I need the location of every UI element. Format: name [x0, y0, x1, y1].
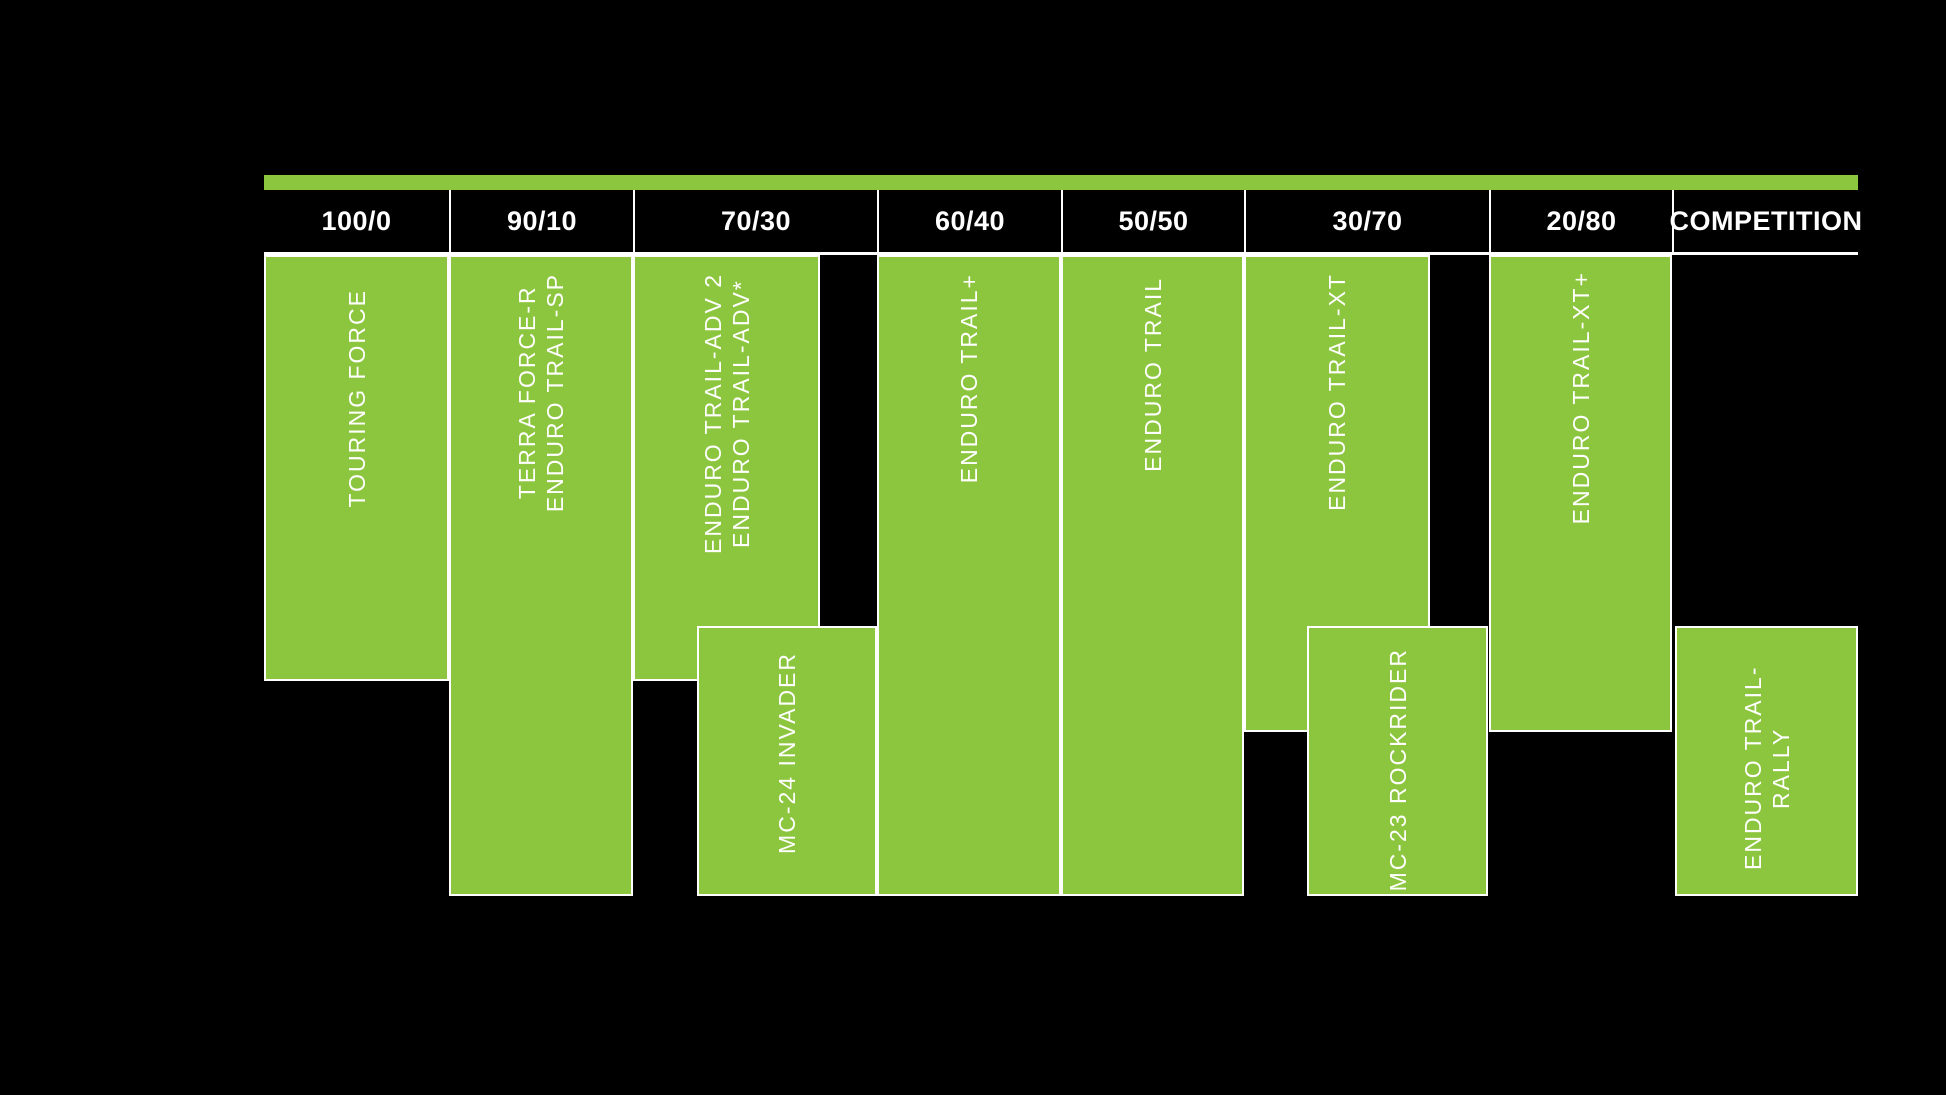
header-label: 60/40	[934, 205, 1006, 236]
block-mc23-rockrider: MC-23 ROCKRIDER	[1307, 626, 1488, 896]
tyre-range-chart: 100/0 90/10 70/30 60/40 50/50 30/70 20/8…	[264, 175, 1862, 897]
block-label: ENDURO TRAIL-RALLY	[1739, 665, 1794, 871]
header-label: COMPETITION	[1669, 205, 1863, 236]
block-label: ENDURO TRAIL-XT+	[1567, 271, 1594, 525]
ratio-header-row: 100/0 90/10 70/30 60/40 50/50 30/70 20/8…	[264, 190, 1862, 252]
header-label: 30/70	[1332, 205, 1403, 236]
block-enduro-trail-xt-plus: ENDURO TRAIL-XT+	[1489, 255, 1672, 732]
header-cell-30-70: 30/70	[1244, 190, 1489, 252]
block-label: ENDURO TRAIL	[1139, 277, 1166, 472]
block-label: TOURING FORCE	[343, 289, 370, 508]
header-label: 70/30	[720, 205, 792, 236]
header-cell-90-10: 90/10	[449, 190, 633, 252]
block-enduro-trail: ENDURO TRAIL	[1061, 255, 1244, 896]
header-cell-100-0: 100/0	[264, 190, 449, 252]
header-cell-70-30: 70/30	[633, 190, 877, 252]
header-cell-competition: COMPETITION	[1670, 190, 1862, 252]
block-label: ENDURO TRAIL-XT	[1324, 273, 1350, 511]
block-enduro-trail-adv: ENDURO TRAIL-ADV 2 ENDURO TRAIL-ADV*	[633, 255, 820, 681]
block-mc24-invader: MC-24 INVADER	[697, 626, 877, 896]
block-enduro-trail-plus: ENDURO TRAIL+	[877, 255, 1061, 896]
header-label: 90/10	[506, 205, 578, 236]
block-label: ENDURO TRAIL-ADV 2 ENDURO TRAIL-ADV*	[699, 273, 754, 554]
header-label: 50/50	[1118, 205, 1189, 236]
header-cell-50-50: 50/50	[1061, 190, 1244, 252]
header-cell-20-80: 20/80	[1489, 190, 1672, 252]
accent-bar	[264, 175, 1858, 190]
block-label: MC-24 INVADER	[774, 652, 800, 854]
block-label: TERRA FORCE-R ENDURO TRAIL-SP	[514, 273, 568, 513]
block-label: MC-23 ROCKRIDER	[1384, 648, 1411, 892]
block-terra-force-r-enduro-trail-sp: TERRA FORCE-R ENDURO TRAIL-SP	[449, 255, 633, 896]
header-cell-60-40: 60/40	[877, 190, 1061, 252]
header-label: 100/0	[321, 205, 392, 236]
header-label: 20/80	[1546, 205, 1617, 236]
block-touring-force: TOURING FORCE	[264, 255, 449, 681]
header-underline	[264, 252, 1858, 255]
block-enduro-trail-rally: ENDURO TRAIL-RALLY	[1675, 626, 1858, 896]
block-label: ENDURO TRAIL+	[956, 273, 982, 484]
